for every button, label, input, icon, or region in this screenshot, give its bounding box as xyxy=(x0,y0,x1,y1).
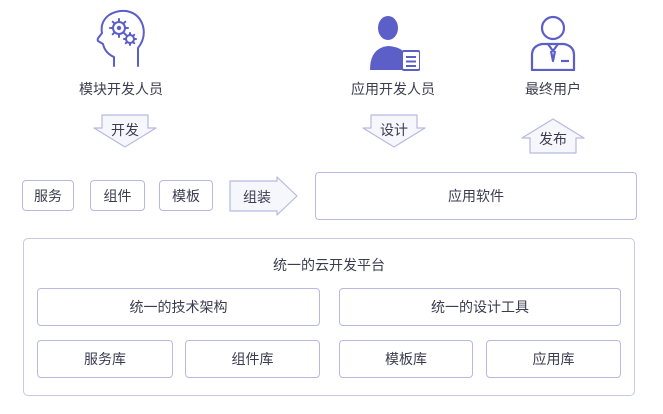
app-software-box: 应用软件 xyxy=(315,172,637,220)
service-lib-box: 服务库 xyxy=(37,340,173,378)
role-end-user: 最终用户 xyxy=(525,82,581,98)
component-lib-box: 组件库 xyxy=(185,340,320,378)
platform-title: 统一的云开发平台 xyxy=(273,258,385,274)
developer-person-icon xyxy=(366,13,421,71)
develop-arrow: 开发 xyxy=(92,114,158,148)
role-module-developer: 模块开发人员 xyxy=(79,82,163,98)
service-box: 服务 xyxy=(22,180,74,211)
design-label: 设计 xyxy=(380,123,408,139)
end-user-icon xyxy=(530,13,576,72)
design-arrow: 设计 xyxy=(361,114,427,148)
assemble-label: 组装 xyxy=(243,190,271,206)
develop-label: 开发 xyxy=(111,123,139,139)
design-tools-box: 统一的设计工具 xyxy=(339,288,621,326)
template-lib-box: 模板库 xyxy=(339,340,473,378)
app-lib-box: 应用库 xyxy=(486,340,621,378)
component-box: 组件 xyxy=(90,180,145,211)
template-box: 模板 xyxy=(159,180,213,211)
publish-arrow: 发布 xyxy=(520,118,586,154)
brain-gears-icon xyxy=(95,8,147,68)
role-app-developer: 应用开发人员 xyxy=(351,82,435,98)
publish-label: 发布 xyxy=(539,132,567,148)
architecture-box: 统一的技术架构 xyxy=(37,288,320,326)
assemble-arrow: 组装 xyxy=(229,176,299,216)
